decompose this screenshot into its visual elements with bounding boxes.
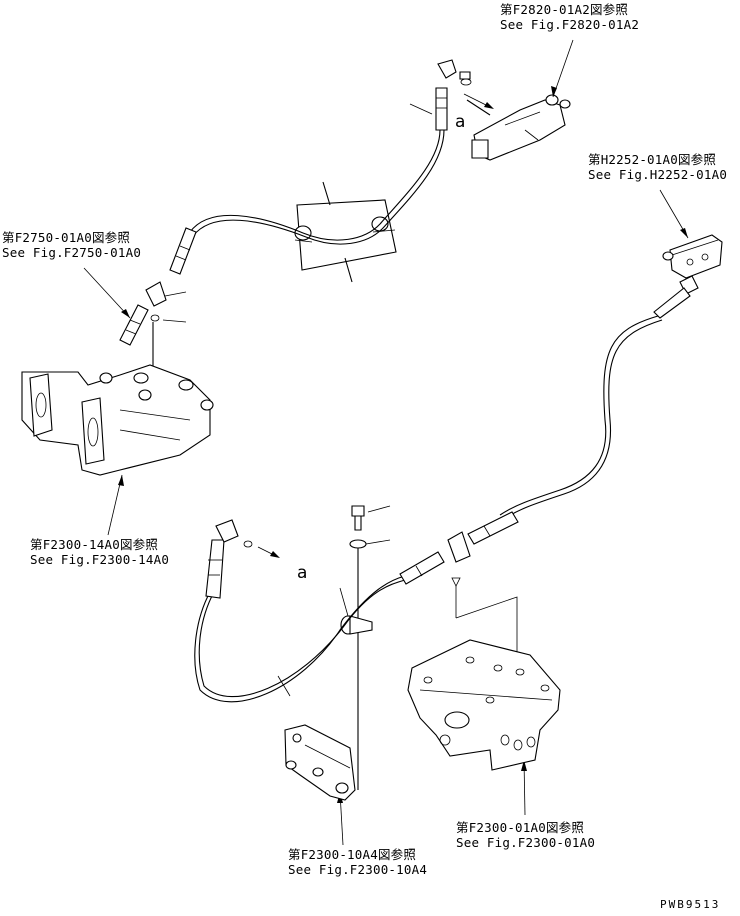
leader-lines	[84, 40, 688, 845]
ref-f2750-en: See Fig.F2750-01A0	[2, 245, 142, 260]
hose-fitting-lower-middle	[400, 512, 518, 680]
solenoid-valve	[467, 95, 570, 160]
tube-right	[500, 316, 662, 519]
ref-f2750: 第F2750-01A0図参照 See Fig.F2750-01A0	[2, 230, 141, 260]
ref-f2300-01: 第F2300-01A0図参照 See Fig.F2300-01A0	[456, 820, 595, 850]
ref-f2750-jp: 第F2750-01A0図参照	[2, 230, 131, 245]
ref-f2300-10: 第F2300-10A4図参照 See Fig.F2300-10A4	[288, 847, 427, 877]
clamp-center	[340, 588, 372, 634]
bolt-and-washer	[350, 506, 390, 790]
ref-f2300-14-en: See Fig.F2300-14A0	[30, 552, 170, 567]
tube-lower	[195, 576, 405, 702]
ref-h2252-en: See Fig.H2252-01A0	[588, 167, 728, 182]
drawing-code: PWB9513	[660, 898, 721, 911]
ref-f2300-01-en: See Fig.F2300-01A0	[456, 835, 596, 850]
ref-f2820-jp: 第F2820-01A2図参照	[500, 2, 629, 17]
hose-fitting-left-upper	[146, 228, 196, 306]
mounting-bracket-bottom	[285, 725, 355, 800]
ref-h2252: 第H2252-01A0図参照 See Fig.H2252-01A0	[588, 152, 727, 182]
valve-block-right	[654, 235, 722, 318]
hose-fitting-lower-left	[206, 520, 252, 598]
connection-mark-a-bottom: a	[297, 563, 308, 583]
transmission-valve-body	[408, 640, 560, 770]
connection-mark-a-top: a	[455, 112, 466, 132]
ref-f2300-01-jp: 第F2300-01A0図参照	[456, 820, 585, 835]
tube-upper	[190, 130, 444, 244]
ref-f2300-14-jp: 第F2300-14A0図参照	[30, 537, 159, 552]
ref-f2820-en: See Fig.F2820-01A2	[500, 17, 640, 32]
ref-f2820: 第F2820-01A2図参照 See Fig.F2820-01A2	[500, 2, 639, 32]
intake-manifold	[22, 365, 213, 475]
ref-f2300-10-en: See Fig.F2300-10A4	[288, 862, 428, 877]
clamp-bracket-top	[295, 182, 396, 282]
ref-f2300-10-jp: 第F2300-10A4図参照	[288, 847, 417, 862]
hose-fitting-top	[410, 60, 471, 130]
ref-h2252-jp: 第H2252-01A0図参照	[588, 152, 717, 167]
ref-f2300-14: 第F2300-14A0図参照 See Fig.F2300-14A0	[30, 537, 169, 567]
